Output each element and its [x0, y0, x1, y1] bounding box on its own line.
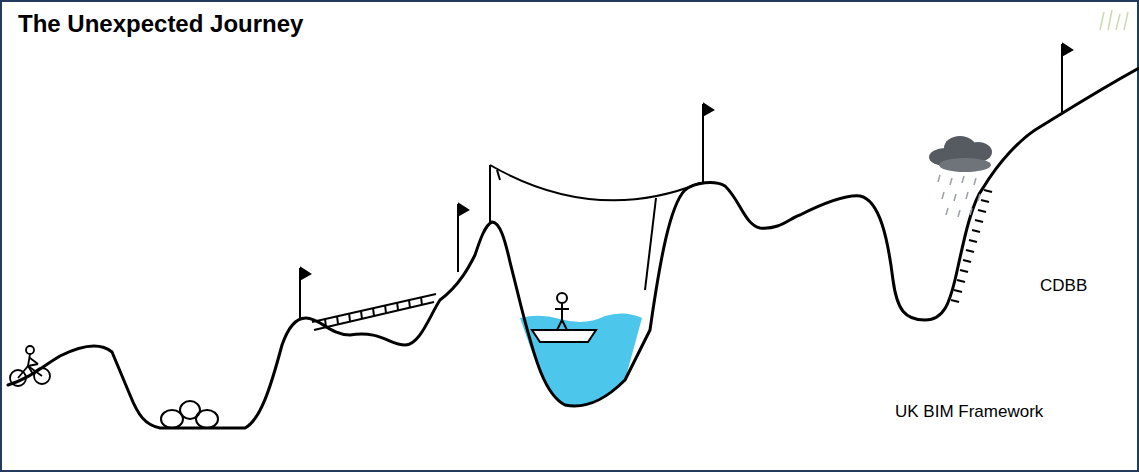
rocks [161, 401, 218, 428]
boat [532, 293, 596, 342]
grass-sketch [1100, 10, 1128, 30]
cyclist [10, 346, 50, 386]
diagram-title: The Unexpected Journey [18, 10, 303, 38]
terrain-line [8, 68, 1139, 428]
ladder-ticks [951, 190, 992, 302]
annotation-label: CDBB [1040, 276, 1087, 296]
rain-cloud [929, 136, 992, 172]
flags [300, 44, 1072, 318]
zipline [490, 165, 700, 290]
annotation-label: UK BIM Framework [895, 402, 1043, 422]
water [520, 313, 642, 406]
bridge [312, 294, 436, 330]
rain [938, 175, 980, 217]
